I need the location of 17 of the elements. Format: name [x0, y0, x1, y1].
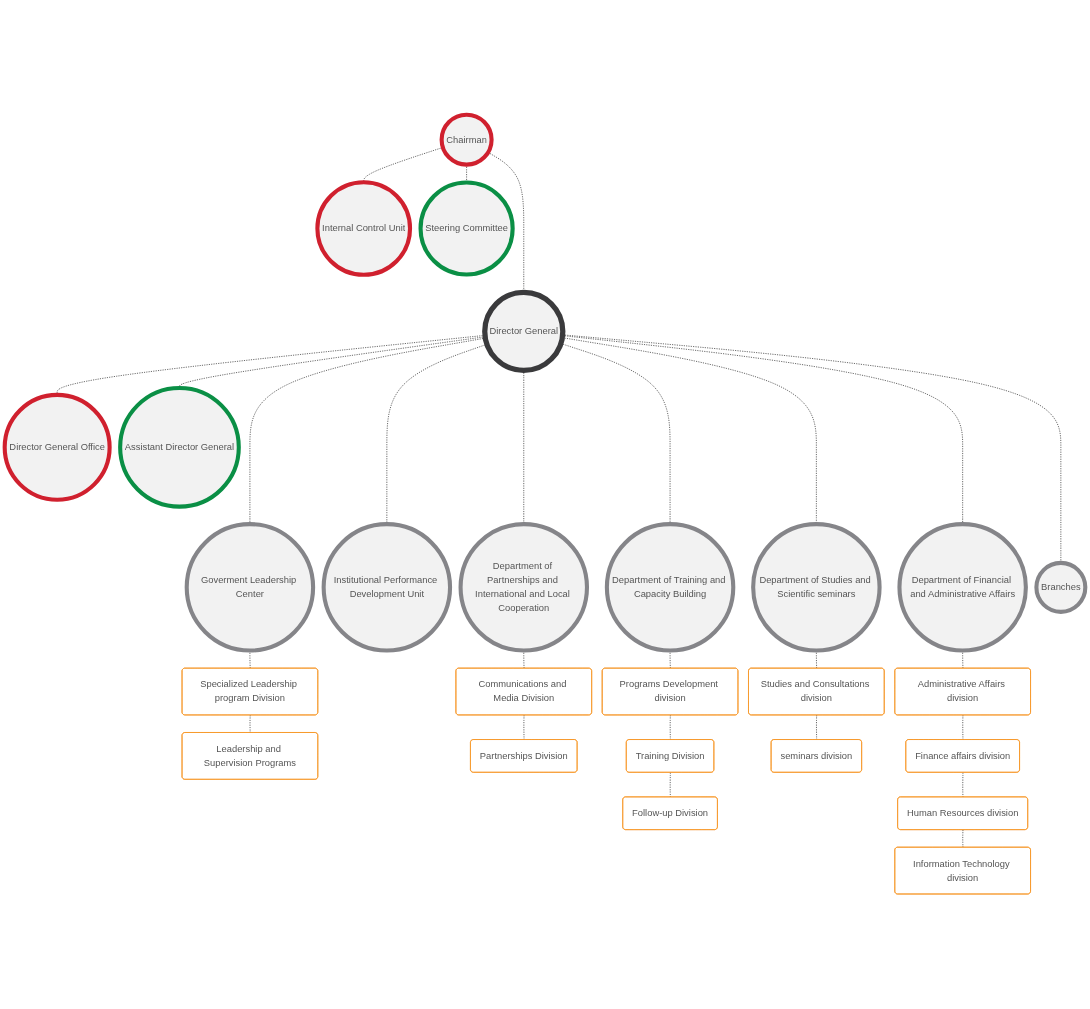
connector: [962, 772, 964, 798]
node-circle: Department of Training and Capacity Building: [604, 522, 736, 653]
node-circle: Director General: [482, 289, 566, 374]
connector: [249, 714, 251, 734]
connector: [962, 829, 964, 849]
node-circle: Chairman: [439, 112, 494, 167]
node-circle: Director General Office: [2, 392, 112, 502]
node-circle: Steering Committee: [418, 180, 515, 277]
node-circle: Assistant Director General: [118, 386, 241, 509]
node-circle: Internal Control Unit: [315, 180, 413, 278]
connector: [669, 772, 671, 798]
node-circle: Goverment Leadership Center: [184, 522, 316, 653]
node-circle: Department of Partnerships and International and Local Cooperation: [458, 522, 590, 653]
node-circle: Department of Studies and Scientific seminars: [751, 522, 882, 653]
node-circle: Institutional Performance Development Unit: [321, 522, 453, 653]
node-circle: Branches: [1034, 561, 1088, 615]
node-circle: Department of Financial and Administrative Affairs: [897, 522, 1028, 653]
